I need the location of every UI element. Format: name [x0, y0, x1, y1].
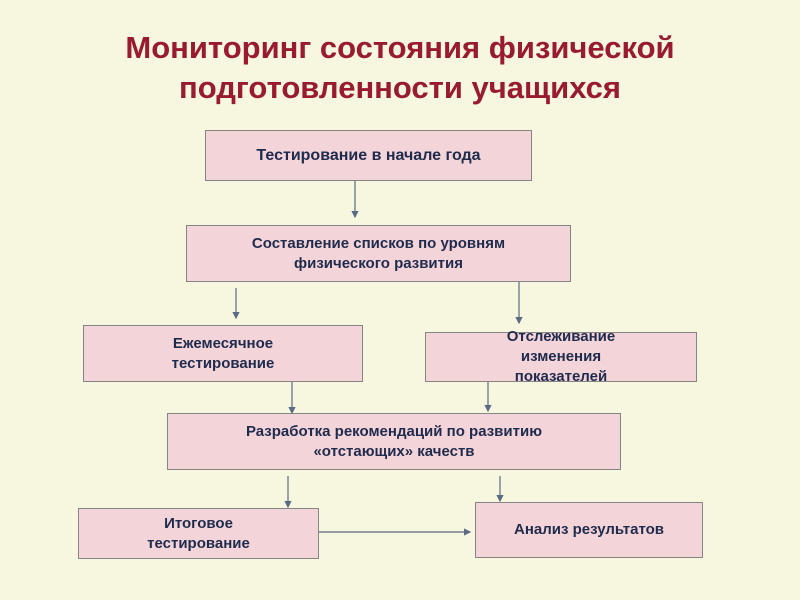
- box-lists: Составление списков по уровням физическог…: [186, 225, 571, 282]
- box-label: тестирование: [171, 354, 275, 372]
- box-final: Итоговое тестирование: [78, 508, 319, 559]
- box-label: Итоговое: [164, 514, 233, 532]
- box-label: «отстающих» качеств: [313, 442, 475, 460]
- slide-title: Мониторинг состояния физической подготов…: [0, 28, 800, 108]
- box-label: изменения: [520, 348, 602, 365]
- box-label: Отслеживание: [506, 328, 616, 345]
- box-label: Тестирование в начале года: [256, 146, 481, 164]
- box-monthly: Ежемесячное тестирование: [83, 325, 363, 382]
- title-line-1: Мониторинг состояния физической: [125, 30, 675, 65]
- box-label: Ежемесячное: [172, 334, 274, 352]
- box-label: Составление списков по уровням: [251, 234, 506, 252]
- box-analysis: Анализ результатов: [475, 502, 703, 558]
- box-label: Анализ результатов: [514, 521, 664, 538]
- box-label: тестирование: [147, 534, 250, 552]
- box-tracking: Отслеживание изменения показателей: [425, 328, 697, 385]
- box-start-testing: Тестирование в начале года: [205, 130, 532, 181]
- title-line-2: подготовленности учащихся: [178, 70, 622, 105]
- box-label: Разработка рекомендаций по развитию: [245, 422, 543, 440]
- box-label: показателей: [514, 368, 608, 385]
- box-recommendations: Разработка рекомендаций по развитию «отст…: [167, 413, 621, 470]
- box-label: физического развития: [294, 254, 463, 272]
